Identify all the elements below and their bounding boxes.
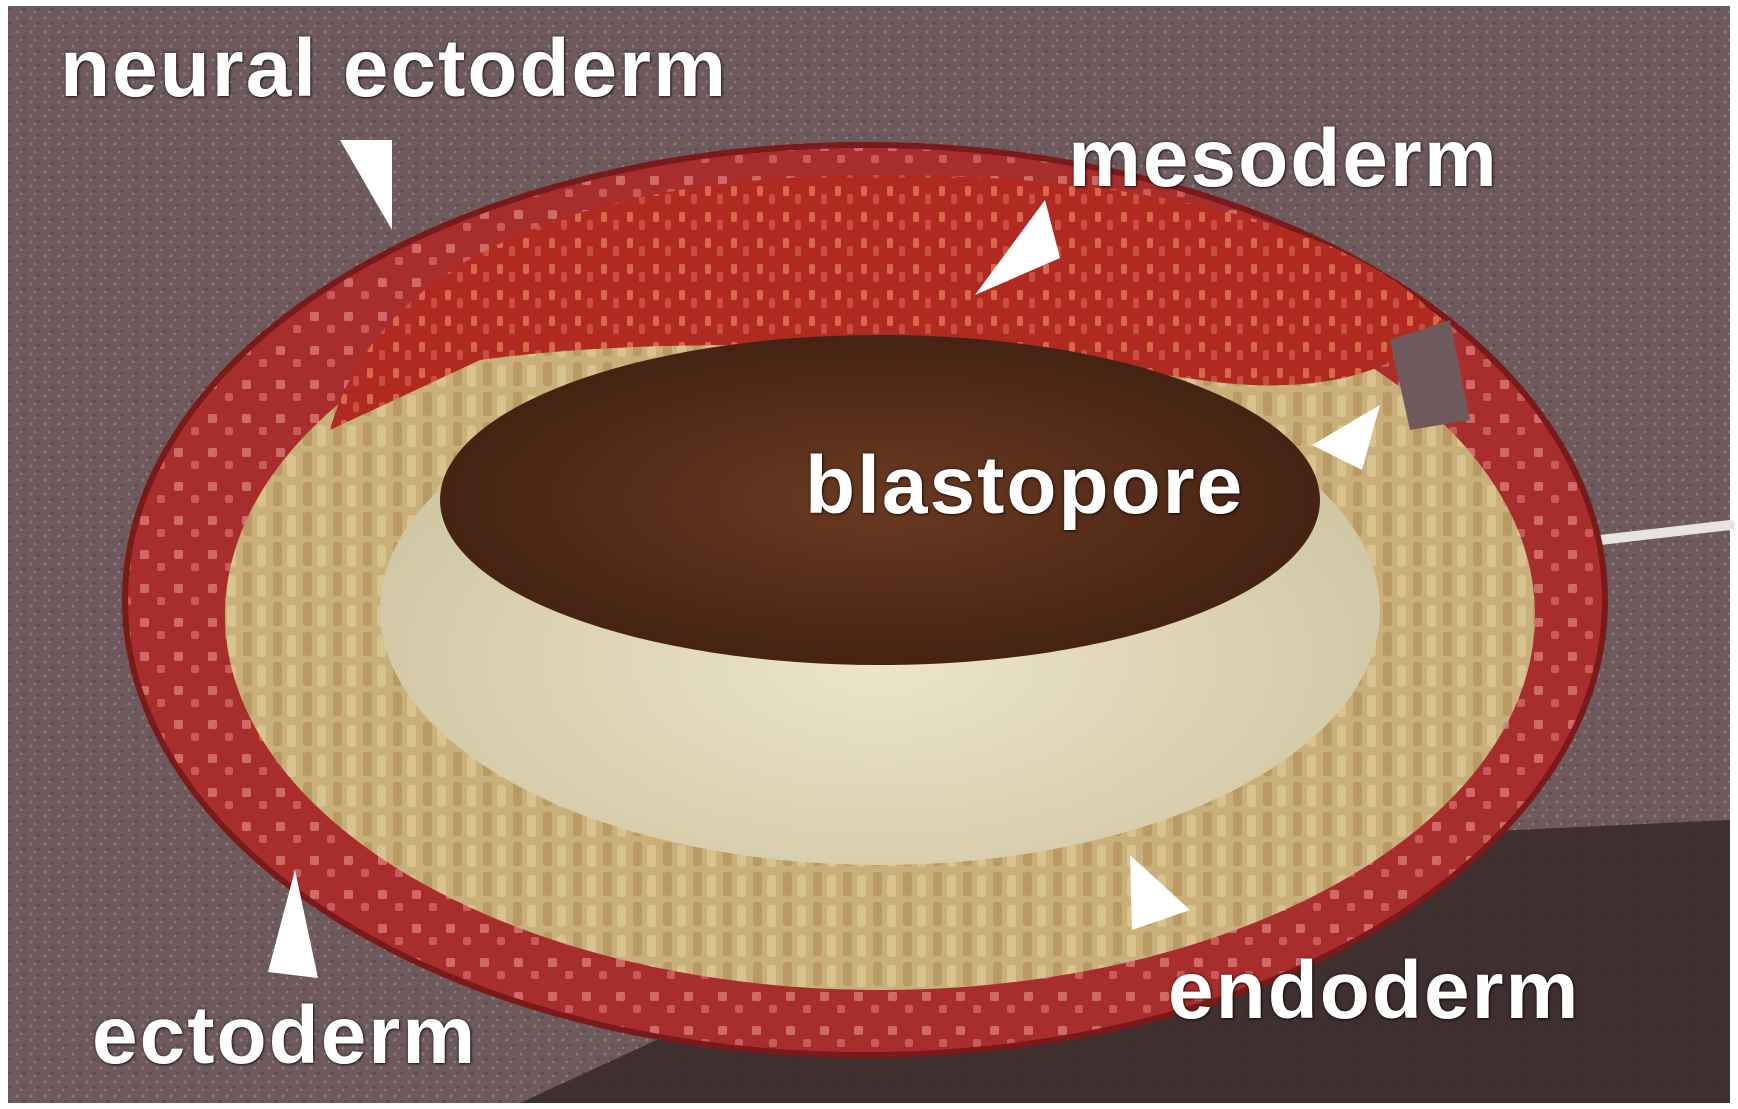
neural-ectoderm-label: neural ectoderm — [60, 28, 728, 110]
ectoderm-label: ectoderm — [92, 995, 477, 1077]
endoderm-label: endoderm — [1168, 950, 1580, 1032]
blastopore-label: blastopore — [805, 445, 1244, 527]
mesoderm-label: mesoderm — [1068, 118, 1499, 200]
